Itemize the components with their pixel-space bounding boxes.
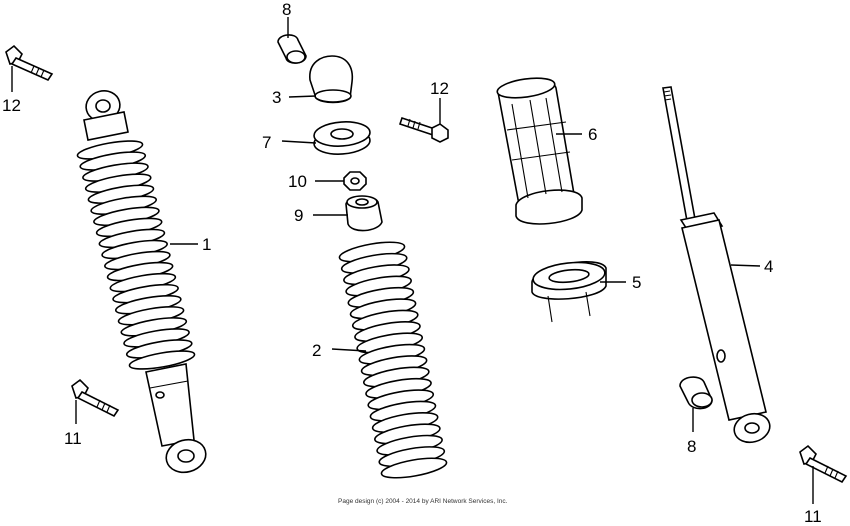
callout-7: 7 <box>262 133 271 152</box>
spring-coil <box>128 350 196 370</box>
callout-8-top: 8 <box>282 0 291 19</box>
part-12-bolt-right[interactable] <box>398 116 449 143</box>
part-11-bolt-right[interactable] <box>799 444 848 484</box>
callout-1: 1 <box>202 235 211 254</box>
part-7-spring-seat[interactable] <box>313 120 371 156</box>
spring-coil <box>380 457 448 479</box>
part-3-bump-rubber[interactable] <box>309 55 354 104</box>
callout-4: 4 <box>764 257 773 276</box>
part-10-nut[interactable] <box>343 171 367 191</box>
part-9-bump-stop[interactable] <box>345 195 383 232</box>
callout-3: 3 <box>272 88 281 107</box>
callout-2: 2 <box>312 341 321 360</box>
copyright-notice: Page design (c) 2004 - 2014 by ARI Netwo… <box>338 498 508 505</box>
callout-11-right: 11 <box>804 507 822 526</box>
part-8-bushing-bottom[interactable] <box>679 376 713 410</box>
callout-6: 6 <box>588 125 597 144</box>
callout-12-right: 12 <box>430 79 449 98</box>
callout-8-bottom: 8 <box>687 437 696 456</box>
callout-12-left: 12 <box>2 96 21 115</box>
part-8-bushing-top[interactable] <box>277 34 307 64</box>
part-11-bolt-left[interactable] <box>71 378 120 418</box>
callout-9: 9 <box>294 206 303 225</box>
callout-10: 10 <box>288 172 307 191</box>
callout-labels: 1 2 3 4 5 6 7 8 8 9 10 11 11 12 12 <box>2 0 822 526</box>
leader-lines <box>11 17 814 504</box>
callout-11-left: 11 <box>64 429 82 448</box>
part-5-spring-adjuster[interactable] <box>531 259 607 323</box>
part-4-damper[interactable] <box>662 86 773 446</box>
callout-5: 5 <box>632 273 641 292</box>
part-12-bolt-left[interactable] <box>5 44 54 82</box>
part-2-coil-spring[interactable] <box>338 238 448 481</box>
part-6-spring-guide[interactable] <box>496 75 583 225</box>
part-1-shock-assembly[interactable] <box>76 87 209 477</box>
